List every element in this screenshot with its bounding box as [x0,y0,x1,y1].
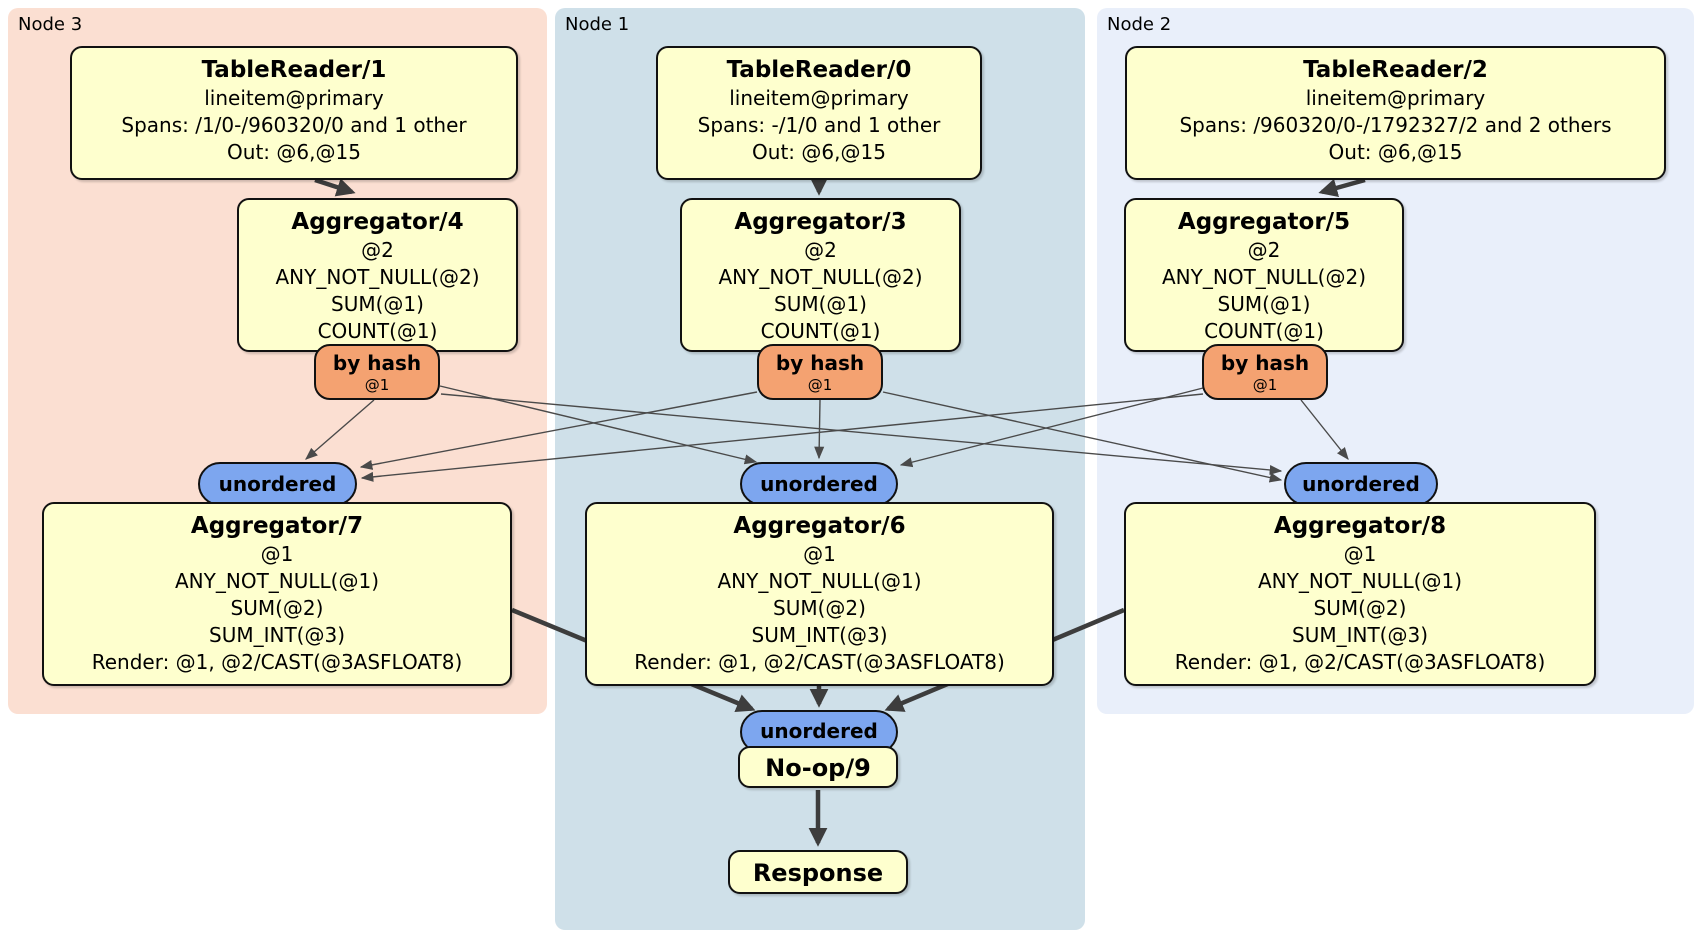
processor-agg-fn: COUNT(@1) [317,319,438,343]
processor-agg-fn: ANY_NOT_NULL(@1) [717,569,922,593]
processor-agg-fn: COUNT(@1) [1204,319,1324,343]
edge-hashL-syncL [305,399,375,460]
processor-title: Aggregator/6 [733,513,906,539]
processor-aggregator-4: Aggregator/4 @2 ANY_NOT_NULL(@2) SUM(@1)… [237,198,518,352]
edge-hashM-syncL [359,391,758,470]
region-node2-label: Node 2 [1107,14,1172,35]
processor-aggregator-3: Aggregator/3 @2 ANY_NOT_NULL(@2) SUM(@1)… [680,198,961,352]
processor-out: Out: @6,@15 [752,140,886,164]
processor-groupcols: @1 [260,542,294,566]
processor-detail: lineitem@primary [729,86,909,110]
processor-aggregator-5: Aggregator/5 @2 ANY_NOT_NULL(@2) SUM(@1)… [1124,198,1404,352]
router-hash-columns: @1 [807,376,833,394]
router-hash-columns: @1 [1252,376,1278,394]
router-hash-columns: @1 [364,376,390,394]
processor-title: Aggregator/7 [190,513,364,539]
processor-title: Aggregator/8 [1273,513,1447,539]
processor-groupcols: @1 [1343,542,1377,566]
edge-tr1-agg4 [314,177,356,197]
processor-detail: lineitem@primary [1305,86,1486,110]
region-node3-label: Node 3 [18,14,83,35]
processor-agg-fn: SUM(@2) [1313,596,1407,620]
edge-hashR-syncM [899,387,1204,468]
processor-title: TableReader/1 [201,57,387,83]
processor-agg-fn: ANY_NOT_NULL(@1) [1258,569,1462,593]
processor-agg-fn: SUM(@2) [230,596,324,620]
edge-hashM-syncR [882,391,1283,483]
edge-hashR-syncR [1300,399,1349,460]
processor-groupcols: @2 [1247,238,1281,262]
processor-title: Aggregator/5 [1177,209,1351,235]
processor-groupcols: @1 [803,542,836,566]
processor-title: Aggregator/3 [734,209,907,235]
processor-tablereader-2: TableReader/2 lineitem@primary Spans: /9… [1125,46,1666,180]
processor-agg-fn: SUM_INT(@3) [1292,623,1428,647]
processor-title: Aggregator/4 [291,209,464,235]
router-by-hash-middle: by hash @1 [757,344,883,400]
processor-spans: Spans: /1/0-/960320/0 and 1 other [121,113,467,137]
processor-render: Render: @1, @2/CAST(@3ASFLOAT8) [91,650,463,674]
processor-title: TableReader/0 [726,57,912,83]
router-label: by hash [775,351,865,375]
router-label: by hash [332,351,422,375]
edge-hashR-syncL [360,393,1204,482]
processor-agg-fn: ANY_NOT_NULL(@2) [1162,265,1366,289]
router-by-hash-right: @1 by hash @1 [1202,344,1328,400]
processor-render: Render: @1, @2/CAST(@3ASFLOAT8) [634,650,1005,674]
processor-detail: lineitem@primary [204,86,384,110]
sync-unordered-right: unordered [1284,462,1438,506]
processor-agg-fn: SUM(@1) [1217,292,1311,316]
processor-agg-fn: SUM(@1) [331,292,424,316]
processor-out: Out: @6,@15 [1328,140,1463,164]
processor-agg-fn: ANY_NOT_NULL(@2) [718,265,923,289]
processor-agg-fn: SUM_INT(@3) [751,623,888,647]
processor-spans: Spans: -/1/0 and 1 other [697,113,941,137]
edge-hashL-syncR [440,393,1283,475]
processor-tablereader-0: TableReader/0 lineitem@primary Spans: -/… [656,46,982,180]
processor-aggregator-8: Aggregator/8 @1 ANY_NOT_NULL(@1) SUM(@2)… [1124,502,1596,686]
edge-hashL-syncM [439,385,758,465]
processor-title: TableReader/2 [1303,57,1488,83]
processor-noop: No-op/9 [738,746,898,788]
processor-aggregator-6: Aggregator/6 @1 ANY_NOT_NULL(@1) SUM(@2)… [585,502,1054,686]
region-node1-label: Node 1 [565,14,630,35]
processor-title: Response [752,859,884,887]
processor-title: No-op/9 [765,754,871,782]
processor-spans: Spans: /960320/0-/1792327/2 and 2 others [1179,113,1612,137]
processor-agg-fn: ANY_NOT_NULL(@1) [175,569,379,593]
processor-render: Render: @1, @2/CAST(@3ASFLOAT8) [1174,650,1546,674]
edge-tr2-agg5 [1318,177,1366,198]
processor-agg-fn: SUM(@2) [773,596,866,620]
router-by-hash-left: by hash @1 [314,344,440,400]
sync-unordered-left: unordered [198,462,357,506]
router-label: by hash [1220,351,1310,375]
processor-groupcols: @2 [804,238,837,262]
processor-response: Response [728,850,908,894]
processor-agg-fn: SUM(@1) [774,292,867,316]
processor-agg-fn: SUM_INT(@3) [209,623,345,647]
processor-aggregator-7: Aggregator/7 @1 ANY_NOT_NULL(@1) SUM(@2)… [42,502,512,686]
sync-unordered-middle: unordered [740,462,898,506]
processor-agg-fn: COUNT(@1) [760,319,881,343]
processor-groupcols: @2 [361,238,394,262]
processor-tablereader-1: TableReader/1 lineitem@primary Spans: /1… [70,46,518,180]
processor-out: Out: @6,@15 [227,140,361,164]
edge-hashM-syncM [814,399,825,460]
processor-agg-fn: ANY_NOT_NULL(@2) [275,265,480,289]
